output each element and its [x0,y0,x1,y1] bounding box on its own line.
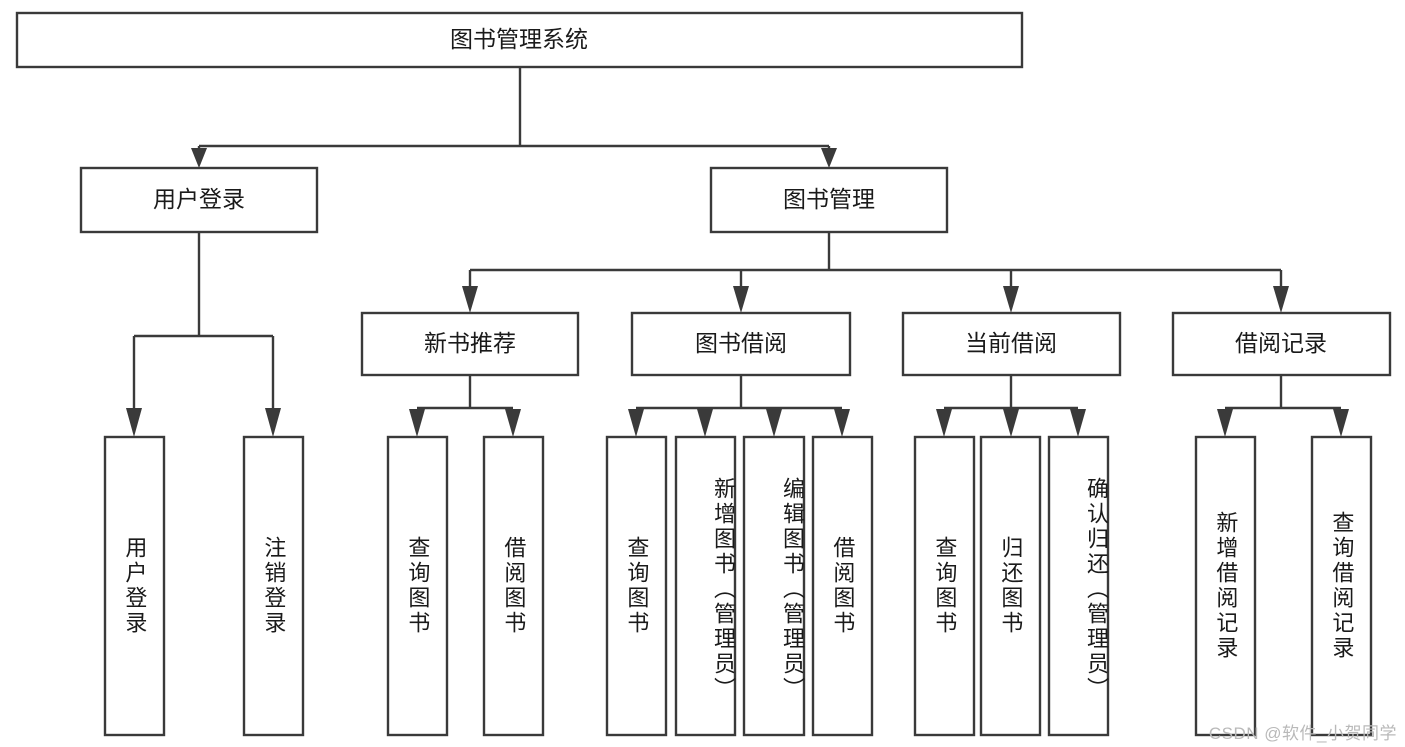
connector-group-root [191,67,837,168]
leaf-box-user-login[interactable] [103,435,166,737]
csdn-watermark: CSDN @软件_小贺同学 [1208,724,1397,743]
connector-group-newbook [409,375,521,437]
node-label-borrow-record: 借阅记录 [1235,330,1327,356]
node-box-borrow-record[interactable] [1171,311,1392,377]
arrow-head-bw-leaf4 [834,409,850,437]
leaf-box-query-book-2[interactable] [605,435,668,737]
arrow-head-bw-leaf2 [697,409,713,437]
arrow-head-leaf-user-login [126,408,142,437]
node-box-root[interactable] [15,11,1024,69]
node-new-book-recommend[interactable]: 新书推荐 [360,311,580,377]
node-borrow-record[interactable]: 借阅记录 [1171,311,1392,377]
node-current-borrow[interactable]: 当前借阅 [901,311,1122,377]
leaf-box-query-book-1[interactable] [386,435,449,737]
node-box-current-borrow[interactable] [901,311,1122,377]
leaf-box-edit-book-admin[interactable] [742,435,806,737]
arrow-head-borrow [733,286,749,313]
leaf-box-add-book-admin[interactable] [674,435,737,737]
leaf-box-confirm-return[interactable] [1047,435,1110,737]
arrow-head-rc-leaf2 [1333,409,1349,437]
node-box-new-book-recommend[interactable] [360,311,580,377]
arrow-head-current [1003,286,1019,313]
leaf-box-return-book[interactable] [979,435,1042,737]
leaf-box-borrow-book-2[interactable] [811,435,874,737]
node-label-current-borrow: 当前借阅 [965,330,1057,356]
node-label-new-book-recommend: 新书推荐 [424,330,516,356]
node-box-book-borrow[interactable] [630,311,852,377]
leaf-boxes [103,435,1373,737]
node-label-book-management: 图书管理 [783,186,875,212]
arrow-head-cb-leaf1 [936,409,952,437]
node-box-book-management[interactable] [709,166,949,234]
connector-group-current [936,375,1086,437]
arrow-head-bw-leaf3 [766,409,782,437]
leaf-box-borrow-book-1[interactable] [482,435,545,737]
leaf-box-logout[interactable] [242,435,305,737]
connector-group-user-login [126,232,281,437]
arrow-head-leaf-logout [265,408,281,437]
leaf-box-add-record[interactable] [1194,435,1257,737]
node-label-root: 图书管理系统 [450,26,588,52]
node-label-user-login: 用户登录 [153,186,245,212]
node-book-management[interactable]: 图书管理 [709,166,949,234]
leaf-box-query-book-3[interactable] [913,435,976,737]
leaf-box-query-record[interactable] [1310,435,1373,737]
arrow-head-cb-leaf2 [1003,409,1019,437]
node-root[interactable]: 图书管理系统 [15,11,1024,69]
arrow-head-cb-leaf3 [1070,409,1086,437]
connector-group-borrow [628,375,850,437]
arrow-head-nb-leaf2 [505,409,521,437]
arrow-head-nb-leaf1 [409,409,425,437]
arrow-head-bw-leaf1 [628,409,644,437]
arrow-head-rc-leaf1 [1217,409,1233,437]
arrow-head-book-mgmt [821,148,837,168]
arrow-head-user-login [191,148,207,168]
arrow-head-newbook [462,286,478,313]
node-box-user-login[interactable] [79,166,319,234]
connector-group-record [1217,375,1349,437]
connector-group-book-mgmt [462,232,1289,313]
node-user-login[interactable]: 用户登录 [79,166,319,234]
node-book-borrow[interactable]: 图书借阅 [630,311,852,377]
arrow-head-record [1273,286,1289,313]
node-label-book-borrow: 图书借阅 [695,330,787,356]
